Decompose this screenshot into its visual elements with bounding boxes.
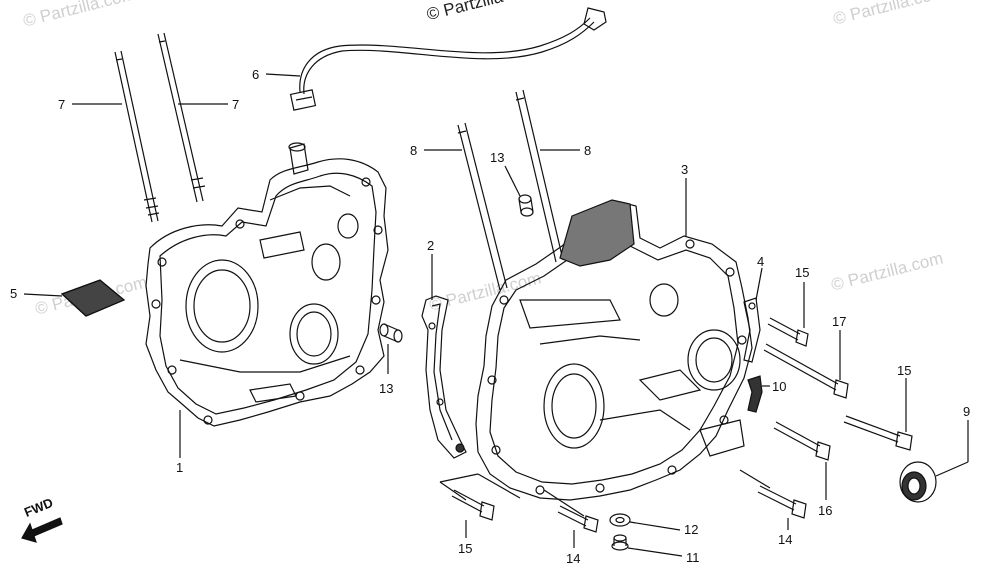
stud-bolt-8-right [515, 89, 564, 263]
bolt-17 [763, 343, 849, 399]
callout-4: 4 [757, 254, 764, 269]
dowel-pin-13-left [379, 323, 403, 343]
bolt-14-bottom [557, 505, 599, 533]
callout-labels: 1 2 3 4 5 6 7 7 8 8 9 10 11 12 13 13 14 … [10, 67, 970, 566]
bolt-15-bottom [451, 489, 495, 521]
bolt-16 [773, 421, 831, 461]
callout-5: 5 [10, 286, 17, 301]
callout-14-bottom: 14 [566, 551, 580, 566]
oil-strainer-5 [60, 279, 126, 317]
part-10 [747, 375, 763, 413]
bolt-15-right [843, 415, 913, 451]
callout-9: 9 [963, 404, 970, 419]
callout-8-left: 8 [410, 143, 417, 158]
leader-lines [23, 73, 969, 557]
callout-7-right: 7 [232, 97, 239, 112]
callout-12: 12 [684, 522, 698, 537]
right-crankcase-3 [475, 199, 753, 501]
bolt-15-upper [767, 317, 809, 347]
wire-harness-6 [289, 7, 607, 111]
callout-3: 3 [681, 162, 688, 177]
stud-bolt-7-right [157, 32, 206, 203]
dowel-pin-13-top [518, 194, 534, 217]
callout-10: 10 [772, 379, 786, 394]
callout-11: 11 [686, 550, 700, 565]
callout-15-upper: 15 [795, 265, 809, 280]
stud-bolt-7-left [114, 50, 160, 223]
left-crankcase-1 [145, 142, 389, 427]
callout-15-right: 15 [897, 363, 911, 378]
callout-7-left: 7 [58, 97, 65, 112]
callout-14-right: 14 [778, 532, 792, 547]
callout-2: 2 [427, 238, 434, 253]
forward-arrow-icon [21, 517, 63, 543]
callout-6: 6 [252, 67, 259, 82]
callout-13-top: 13 [490, 150, 504, 165]
callout-15-bottom: 15 [458, 541, 472, 556]
stud-bolt-8-left [457, 122, 508, 291]
bolt-14-right [757, 485, 807, 519]
callout-17: 17 [832, 314, 846, 329]
callout-13-left: 13 [379, 381, 393, 396]
washer-12 [609, 513, 631, 527]
callout-8-right: 8 [584, 143, 591, 158]
callout-1: 1 [176, 460, 183, 475]
drain-bolt-11 [611, 534, 629, 551]
crankcase-gasket-2 [421, 295, 467, 459]
callout-16: 16 [818, 503, 832, 518]
oil-seal-9 [899, 461, 937, 503]
